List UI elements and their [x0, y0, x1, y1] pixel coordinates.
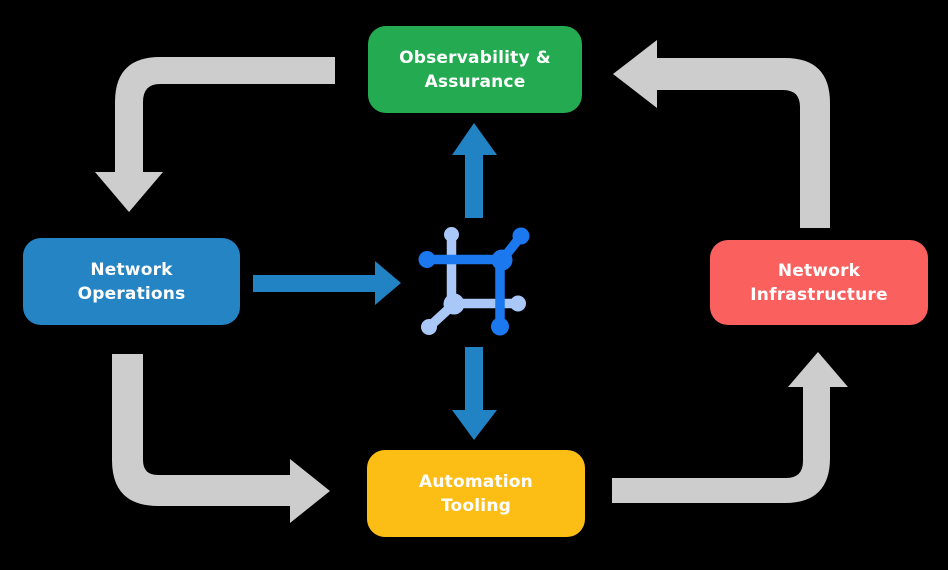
- node-automation-label: Automation Tooling: [419, 471, 533, 516]
- network-mesh-icon-light-parts: [421, 227, 526, 335]
- node-automation-tooling: Automation Tooling: [367, 450, 585, 537]
- arrow-core-to-automation: [452, 347, 497, 440]
- arrow-observability-to-operations: [95, 57, 335, 212]
- node-observability-label: Observability & Assurance: [399, 47, 551, 92]
- node-operations-label: Network Operations: [77, 259, 186, 304]
- node-network-infrastructure: Network Infrastructure: [710, 240, 928, 325]
- node-network-operations: Network Operations: [23, 238, 240, 325]
- node-observability-assurance: Observability & Assurance: [368, 26, 582, 113]
- node-infrastructure-label: Network Infrastructure: [750, 260, 888, 305]
- arrow-automation-to-infrastructure: [612, 352, 848, 503]
- arrow-operations-to-core: [253, 261, 401, 305]
- arrow-operations-to-automation: [112, 354, 330, 523]
- network-mesh-icon: [418, 227, 530, 336]
- network-mesh-icon-dark-parts: [418, 227, 530, 336]
- arrow-core-to-observability: [452, 123, 497, 218]
- arrow-infrastructure-to-observability: [613, 40, 830, 228]
